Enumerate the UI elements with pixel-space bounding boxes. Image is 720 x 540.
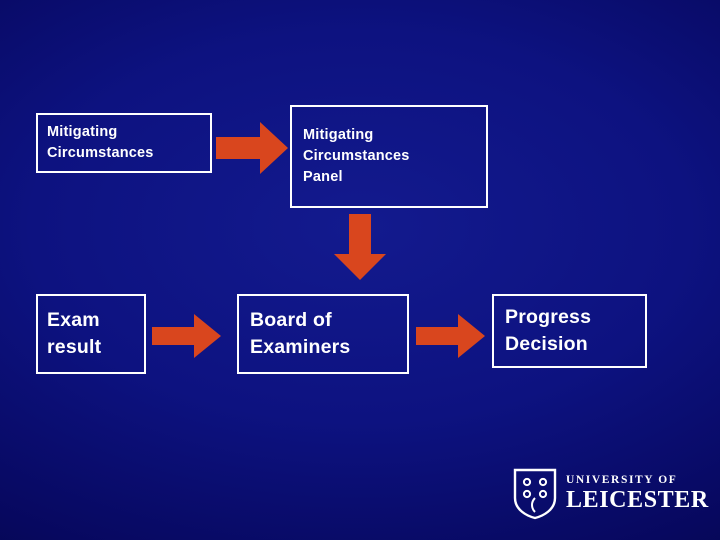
box-mitigating-circumstances-panel: Mitigating Circumstances Panel — [290, 105, 488, 208]
logo-line-leicester: LEICESTER — [566, 487, 709, 514]
box-line: result — [47, 336, 102, 358]
box-line: Exam — [47, 309, 100, 331]
box-line: Board of — [250, 309, 332, 331]
logo-line-university: UNIVERSITY OF — [566, 473, 678, 486]
box-line: Decision — [505, 333, 588, 355]
box-line: Circumstances — [47, 145, 154, 161]
arrow-right-icon — [152, 314, 221, 358]
box-line: Examiners — [250, 336, 351, 358]
box-mitigating-circumstances: Mitigating Circumstances — [36, 113, 212, 173]
box-exam-result: Exam result — [36, 294, 146, 374]
arrow-right-icon — [416, 314, 485, 358]
arrow-down-icon — [334, 214, 386, 280]
arrow-right-icon — [216, 122, 288, 174]
box-line: Circumstances — [303, 148, 410, 164]
box-line: Mitigating — [303, 127, 374, 143]
logo-wordmark: UNIVERSITY OF LEICESTER — [566, 473, 709, 514]
box-line: Panel — [303, 169, 343, 185]
box-progress-decision: Progress Decision — [492, 294, 647, 368]
box-line: Mitigating — [47, 124, 118, 140]
box-board-of-examiners: Board of Examiners — [237, 294, 409, 374]
university-logo: UNIVERSITY OF LEICESTER — [513, 466, 708, 521]
leicester-shield-icon — [513, 468, 557, 520]
box-line: Progress — [505, 306, 592, 328]
